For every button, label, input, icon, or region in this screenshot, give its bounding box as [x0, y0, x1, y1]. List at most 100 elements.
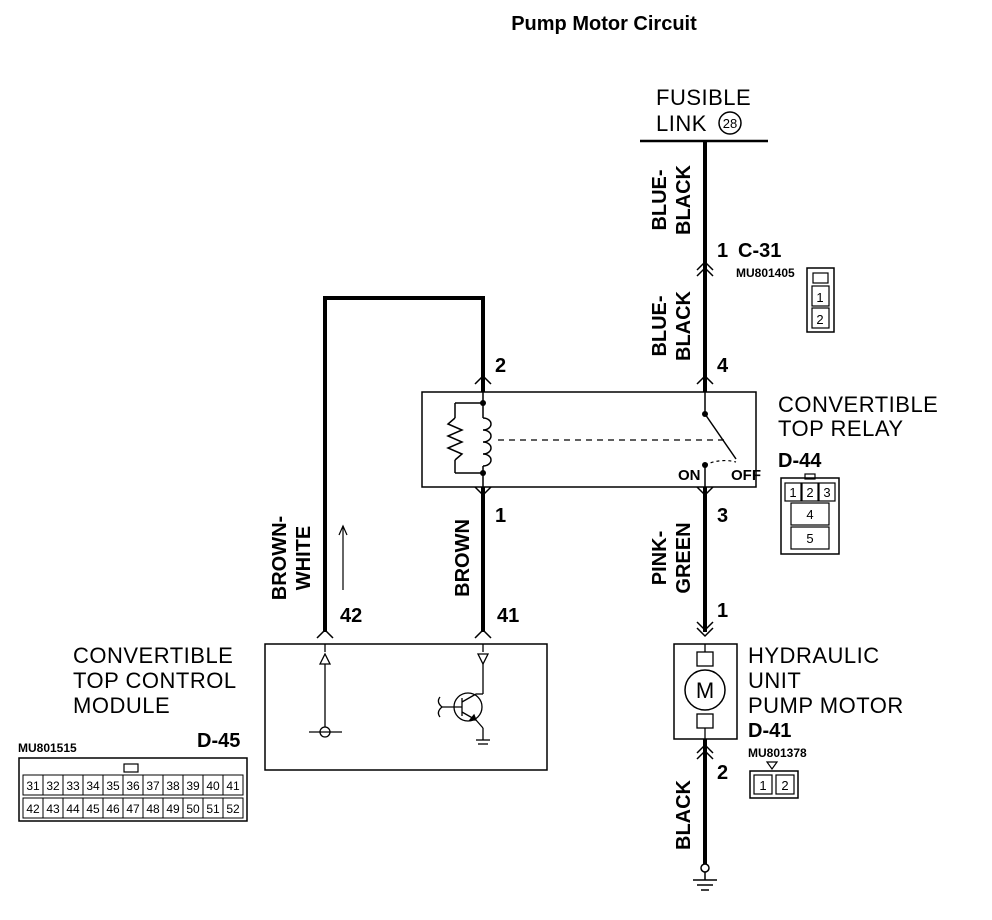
svg-text:1: 1	[816, 290, 823, 305]
relay-on-label: ON	[678, 467, 701, 484]
current-direction-arrowhead	[338, 524, 348, 536]
svg-text:1: 1	[759, 778, 766, 793]
connector-c31-arrow-upper	[696, 260, 714, 271]
connector-c31-arrow-lower	[696, 266, 714, 277]
relay-pin1-label: 1	[495, 505, 506, 527]
module-connector-pin: 42	[26, 802, 40, 816]
svg-text:3: 3	[823, 485, 830, 500]
connector-c31-face: 1 2	[806, 267, 835, 333]
svg-text:BROWN-: BROWN-	[269, 516, 291, 600]
relay-pin3-arrow	[696, 486, 714, 497]
wire-brown-white	[323, 296, 485, 632]
svg-text:4: 4	[806, 507, 813, 522]
module-connector-cell	[222, 797, 244, 819]
module-connector-pin: 47	[126, 802, 140, 816]
pump-pin1-arrow-upper	[696, 621, 714, 632]
wire-label-brown-white: BROWN- WHITE	[269, 516, 315, 600]
svg-text:GREEN: GREEN	[673, 522, 695, 593]
svg-text:BROWN: BROWN	[452, 519, 474, 597]
fusible-link-label-2: LINK	[656, 111, 707, 136]
module-connector-pin: 32	[46, 779, 60, 793]
svg-text:2: 2	[806, 485, 813, 500]
pump-pin2-arrow-upper	[696, 743, 714, 754]
module-connector-pin: 52	[226, 802, 240, 816]
module-connector-pin: 36	[126, 779, 140, 793]
svg-text:WHITE: WHITE	[293, 526, 315, 590]
module-input-symbol	[309, 644, 342, 738]
fusible-link-number: 28	[723, 116, 737, 131]
wire-label-blue-black-2: BLUE- BLACK	[649, 290, 695, 361]
module-name-2: TOP CONTROL	[73, 668, 237, 693]
control-module-box	[264, 643, 548, 771]
pump-pin1-label: 1	[717, 600, 728, 622]
motor-label: M	[696, 678, 714, 703]
svg-text:BLACK: BLACK	[673, 164, 695, 235]
module-part: MU801515	[18, 741, 77, 755]
pump-pin2-label: 2	[717, 762, 728, 784]
svg-text:BLUE-: BLUE-	[649, 295, 671, 356]
wire-label-brown: BROWN	[452, 519, 474, 597]
wire-label-pink-green: PINK- GREEN	[649, 522, 695, 593]
relay-name-2: TOP RELAY	[778, 416, 904, 441]
module-connector-cell	[222, 774, 244, 796]
module-connector-pin: 51	[206, 802, 220, 816]
pump-pin2-arrow-lower	[696, 749, 714, 760]
diagram-title: Pump Motor Circuit	[511, 13, 697, 35]
svg-text:PINK-: PINK-	[649, 531, 671, 585]
module-connector-pin: 43	[46, 802, 60, 816]
relay-pin4-arrow	[696, 374, 714, 385]
module-connector-pin: 48	[146, 802, 160, 816]
motor-symbol	[684, 644, 726, 739]
svg-text:BLACK: BLACK	[673, 290, 695, 361]
pump-connector-face: 1 2	[749, 761, 799, 799]
module-connector-pin: 38	[166, 779, 180, 793]
pump-name-1: HYDRAULIC	[748, 643, 880, 668]
module-name-1: CONVERTIBLE	[73, 643, 233, 668]
pump-name-2: UNIT	[748, 668, 801, 693]
svg-text:1: 1	[789, 485, 796, 500]
module-pin41-arrow	[474, 628, 492, 639]
svg-text:BLUE-: BLUE-	[649, 169, 671, 230]
ground-icon	[693, 863, 717, 891]
module-transistor-symbol	[437, 644, 490, 745]
relay-coil-node-bottom	[480, 470, 486, 476]
pump-code: D-41	[748, 720, 791, 742]
wire-label-blue-black-1: BLUE- BLACK	[649, 164, 695, 235]
fusible-link-number-circle	[718, 111, 742, 135]
relay-pin2-arrow	[474, 374, 492, 385]
relay-code: D-44	[778, 450, 822, 472]
svg-text:2: 2	[816, 312, 823, 327]
fusible-link-label-1: FUSIBLE	[656, 85, 751, 110]
relay-off-label: OFF	[731, 467, 761, 484]
connector-c31-part: MU801405	[736, 266, 795, 280]
module-connector-pin: 45	[86, 802, 100, 816]
relay-pin4-label: 4	[717, 355, 729, 377]
module-connector-pin: 33	[66, 779, 80, 793]
fusible-link: FUSIBLE LINK 28	[640, 85, 768, 143]
relay-switch	[702, 392, 737, 487]
module-connector-pin: 37	[146, 779, 160, 793]
connector-c31-pin: 1	[717, 240, 728, 262]
module-connector-pin: 46	[106, 802, 120, 816]
module-connector-pin: 34	[86, 779, 100, 793]
module-pin42-label: 42	[340, 605, 362, 627]
pump-name-3: PUMP MOTOR	[748, 693, 904, 718]
svg-text:BLACK: BLACK	[673, 779, 695, 850]
module-code: D-45	[197, 730, 240, 752]
module-connector-pin: 31	[26, 779, 40, 793]
wire-label-black: BLACK	[673, 779, 695, 850]
connector-c31-code: C-31	[738, 240, 781, 262]
pump-part: MU801378	[748, 746, 807, 760]
module-connector-pin: 41	[226, 779, 240, 793]
module-connector-pin: 49	[166, 802, 180, 816]
relay-pin3-label: 3	[717, 505, 728, 527]
svg-text:2: 2	[781, 778, 788, 793]
module-connector-pin: 44	[66, 802, 80, 816]
relay-box	[421, 391, 757, 488]
relay-name-1: CONVERTIBLE	[778, 392, 938, 417]
relay-connector-face: 1 2 3 4 5	[780, 473, 840, 555]
module-connector-pin: 39	[186, 779, 200, 793]
